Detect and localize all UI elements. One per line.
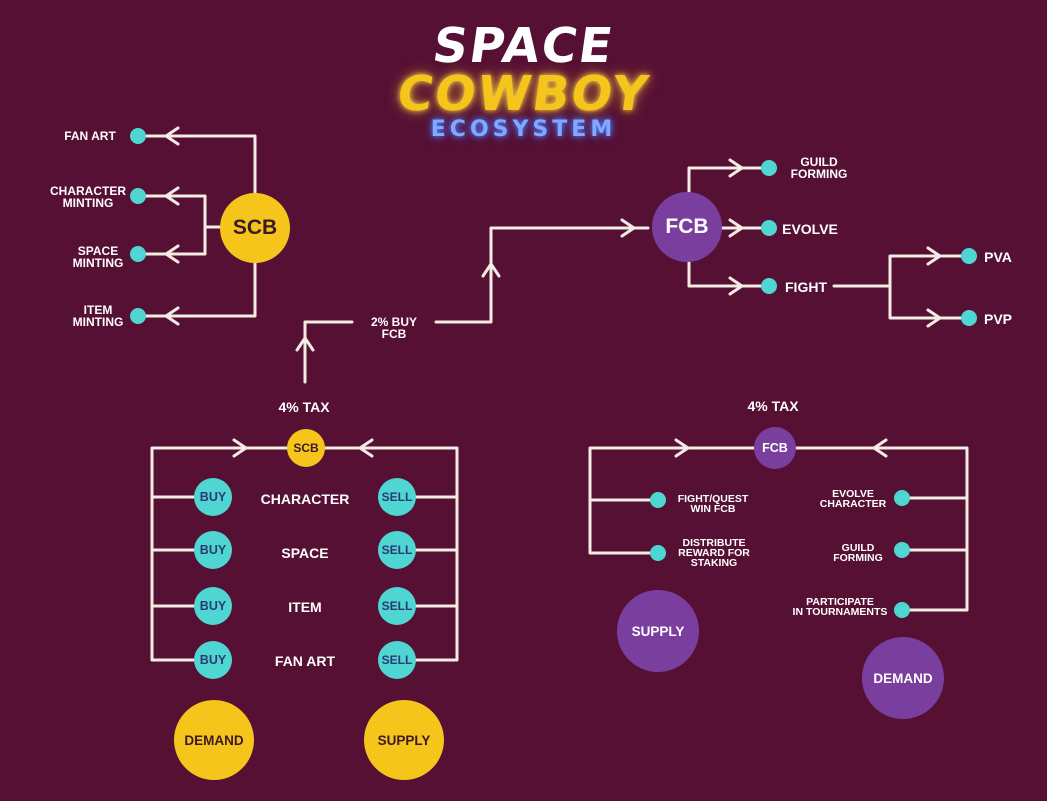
category-character: CHARACTER: [260, 491, 350, 507]
label-buy-fcb: 2% BUY FCB: [370, 315, 417, 341]
sell-character-button: SELL: [378, 478, 416, 516]
label-scb-tax: 4% TAX: [278, 399, 330, 415]
scb-demand-badge: DEMAND: [174, 700, 254, 780]
label-space-minting: SPACE MINTING: [72, 244, 124, 270]
buy-item-button: BUY: [194, 587, 232, 625]
node-distribute-reward: [650, 545, 666, 561]
node-evolve-character: [894, 490, 910, 506]
buy-fan-art-button: BUY: [194, 641, 232, 679]
buy-character-button: BUY: [194, 478, 232, 516]
fcb-hub: FCB: [652, 192, 722, 262]
label-item-minting: ITEM MINTING: [72, 303, 124, 329]
title-space: SPACE: [429, 18, 618, 74]
sell-item-button: SELL: [378, 587, 416, 625]
node-guild-forming-demand: [894, 542, 910, 558]
label-evolve-character: EVOLVE CHARACTER: [819, 488, 887, 510]
buy-fcb-connector: [303, 226, 650, 384]
label-fan-art: FAN ART: [64, 129, 116, 143]
sell-space-button: SELL: [378, 531, 416, 569]
title-ecosystem: ECOSYSTEM: [430, 117, 617, 142]
buy-space-button: BUY: [194, 531, 232, 569]
label-distribute-reward: DISTRIBUTE REWARD FOR STAKING: [678, 537, 750, 569]
category-space: SPACE: [281, 545, 329, 561]
label-pvp: PVP: [983, 311, 1012, 327]
scb-market-loop: [150, 446, 290, 662]
node-participate-tournaments: [894, 602, 910, 618]
scb-token: SCB: [287, 429, 325, 467]
label-fight: FIGHT: [785, 279, 827, 295]
label-evolve: EVOLVE: [782, 221, 838, 237]
scb-hub: SCB: [220, 193, 290, 263]
label-pva: PVA: [984, 249, 1012, 265]
node-fight: [761, 278, 777, 294]
label-fcb-tax: 4% TAX: [747, 398, 799, 414]
node-item-minting: [130, 308, 146, 324]
label-fight-quest: FIGHT/QUEST WIN FCB: [677, 493, 749, 515]
fcb-demand-badge: DEMAND: [862, 637, 944, 719]
node-character-minting: [130, 188, 146, 204]
scb-supply-badge: SUPPLY: [364, 700, 444, 780]
node-fight-quest: [650, 492, 666, 508]
fcb-supply-badge: SUPPLY: [617, 590, 699, 672]
node-space-minting: [130, 246, 146, 262]
fcb-token: FCB: [754, 427, 796, 469]
fight-modes-connector: [832, 254, 972, 320]
fcb-market-loop: [588, 446, 758, 555]
title-cowboy: COWBOY: [393, 66, 654, 122]
sell-fan-art-button: SELL: [378, 641, 416, 679]
node-evolve: [761, 220, 777, 236]
label-guild-forming: GUILD FORMING: [790, 155, 848, 181]
category-fan-art: FAN ART: [274, 653, 336, 669]
node-pva: [961, 248, 977, 264]
node-pvp: [961, 310, 977, 326]
label-guild-forming-demand: GUILD FORMING: [833, 542, 883, 564]
label-character-minting: CHARACTER MINTING: [50, 184, 126, 210]
label-participate-tournaments: PARTICIPATE IN TOURNAMENTS: [792, 596, 888, 618]
node-guild-forming: [761, 160, 777, 176]
scb-uses-connector: [136, 134, 257, 199]
node-fan-art: [130, 128, 146, 144]
category-item: ITEM: [288, 599, 322, 615]
